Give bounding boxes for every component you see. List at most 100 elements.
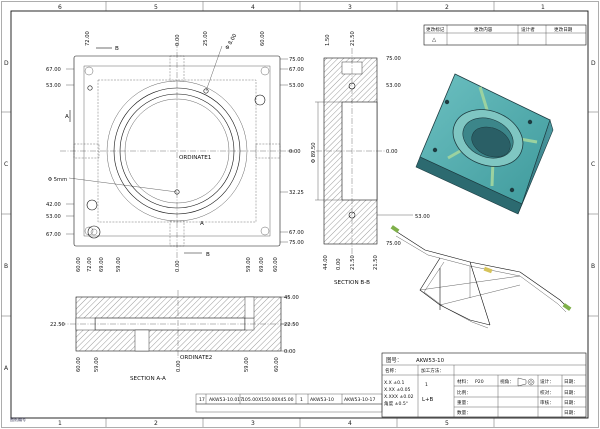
front-view-left-dims: 67.00 53.00 42.00 53.00 67.00 xyxy=(46,67,74,238)
dimension-label: 0.00 xyxy=(175,260,181,272)
qty-value: 1 xyxy=(425,382,428,388)
zone-label: 3 xyxy=(251,420,255,427)
tolerance-line: 角度 ±0.5° xyxy=(384,400,408,407)
dimension-label: 75.00 xyxy=(386,56,401,62)
qty-label: 数量： xyxy=(457,409,471,416)
isometric-part xyxy=(415,73,554,215)
revision-header: 更改内容 xyxy=(474,26,493,33)
dimension-label: 45.00 xyxy=(284,295,299,301)
dimension-label: 21.50 xyxy=(373,255,379,270)
tolerance-line: X.XX ±0.05 xyxy=(384,387,411,393)
bom-cell: AKW53-10-17 xyxy=(344,397,375,403)
material-value: P20 xyxy=(475,379,484,385)
dimension-label: 53.00 xyxy=(46,83,61,89)
front-view-bottom-dims: 60.00 72.00 69.00 59.00 0.00 59.00 69.00… xyxy=(76,257,279,272)
dimension-label: 67.00 xyxy=(289,67,304,73)
date-label: 日期： xyxy=(564,379,578,385)
approve-label: 审核： xyxy=(540,399,554,406)
zone-label: 6 xyxy=(58,4,62,11)
dimension-label: 0.00 xyxy=(176,360,182,372)
revision-table: 更改标记 更改内容 设计者 更改日期 △ xyxy=(423,24,587,46)
material-label: 材料： xyxy=(457,378,471,385)
drawing-no-label: 图号： xyxy=(386,356,402,364)
dimension-label: 60.00 xyxy=(274,357,280,372)
bom-cell: 1 xyxy=(300,397,303,403)
projection-symbol-icon xyxy=(517,377,535,387)
diameter-note: Φ 89.50 xyxy=(311,142,317,163)
dimension-label: 44.00 xyxy=(323,255,329,270)
origin-label: ORDINATE1 xyxy=(179,155,212,161)
dimension-label: 67.00 xyxy=(46,67,61,73)
bom-cell: 17 xyxy=(199,397,205,403)
section-cut-letter: A xyxy=(65,114,69,120)
zone-label: A xyxy=(4,365,9,372)
name-label: 名称： xyxy=(385,367,399,374)
method-value: L+B xyxy=(422,397,434,403)
section-cut-letter: B xyxy=(206,252,210,258)
dimension-label: 59.00 xyxy=(116,257,122,272)
dimension-label: 53.00 xyxy=(415,214,430,220)
zone-label: 2 xyxy=(154,420,158,427)
dimension-label: 1.50 xyxy=(325,34,331,46)
zone-label: 5 xyxy=(154,4,158,11)
title-block: 图号： AKW53-10 名称： 加工方法： X.X ±0.1 X.XX ±0.… xyxy=(381,352,587,418)
tolerance-line: X.XXX ±0.02 xyxy=(384,394,414,400)
bom-cell: 105.00X150.00X45.00 xyxy=(242,397,294,403)
dimension-label: 59.00 xyxy=(244,357,250,372)
origin-label: ORDINATE2 xyxy=(180,355,212,361)
designer-label: 设计： xyxy=(540,378,554,385)
zone-label: 1 xyxy=(541,4,545,11)
projection-label: 视角： xyxy=(500,378,514,385)
dimension-label: 25.00 xyxy=(203,31,209,46)
weight-label: 重量： xyxy=(457,399,471,406)
dimension-label: 22.50 xyxy=(284,322,299,328)
dimension-label: 0.00 xyxy=(386,149,398,155)
zone-labels-top: 6 5 4 3 2 1 xyxy=(58,4,545,11)
revision-marker-icon: △ xyxy=(432,37,437,43)
dimension-label: 53.00 xyxy=(46,214,61,220)
inner-border xyxy=(10,10,589,419)
section-label: SECTION B-B xyxy=(334,280,370,286)
bottom-view: 45.00 22.50 0.00 22.50 ORDINATE2 60.00 5… xyxy=(50,290,300,382)
dimension-label: 42.00 xyxy=(46,202,61,208)
date-label: 日期： xyxy=(564,400,578,406)
dimension-label: 0.00 xyxy=(175,34,181,46)
dimension-label: 67.00 xyxy=(46,232,61,238)
wire-assembly xyxy=(390,225,572,329)
bom-cell: AKW53-10 xyxy=(310,397,334,403)
front-view-right-dims: 75.00 67.00 53.00 0.00 32.25 67.00 75.00 xyxy=(280,57,304,246)
zone-label: D xyxy=(4,60,9,67)
zone-label: B xyxy=(591,263,595,270)
dimension-label: 60.00 xyxy=(260,31,266,46)
method-label: 加工方法： xyxy=(421,367,444,374)
dimension-label: 0.00 xyxy=(289,149,301,155)
revision-header: 更改日期 xyxy=(554,26,573,33)
dimension-label: 53.00 xyxy=(289,83,304,89)
zone-label: B xyxy=(4,263,8,270)
dimension-label: 75.00 xyxy=(289,57,304,63)
bom-strip: 17 AKW53-10.017 105.00X150.00X45.00 1 AK… xyxy=(195,393,383,413)
front-view-top-dims: 72.00 25.00 0.00 60.00 Φ 8.00 xyxy=(85,31,266,51)
dimension-label: 59.00 xyxy=(94,357,100,372)
check-label: 校对： xyxy=(540,389,554,396)
revision-header: 设计者 xyxy=(521,26,535,33)
dimension-label: 60.00 xyxy=(76,357,82,372)
drawing-no: AKW53-10 xyxy=(416,358,445,364)
revision-header: 更改标记 xyxy=(426,26,445,33)
date-label: 日期： xyxy=(564,410,578,416)
dimension-label: 59.00 xyxy=(246,257,252,272)
diameter-note: Φ 5mm xyxy=(48,177,67,183)
dimension-label: 75.00 xyxy=(289,240,304,246)
dimension-label: 21.50 xyxy=(350,31,356,46)
dimension-label: 67.00 xyxy=(289,230,304,236)
dimension-label: 21.50 xyxy=(350,255,356,270)
zone-label: 3 xyxy=(348,4,352,11)
zone-label: C xyxy=(4,161,8,168)
zone-label: 5 xyxy=(445,420,449,427)
zone-label: 1 xyxy=(58,420,62,427)
dimension-label: 69.00 xyxy=(259,257,265,272)
tolerance-line: X.X ±0.1 xyxy=(384,380,404,386)
dimension-label: 60.00 xyxy=(76,257,82,272)
